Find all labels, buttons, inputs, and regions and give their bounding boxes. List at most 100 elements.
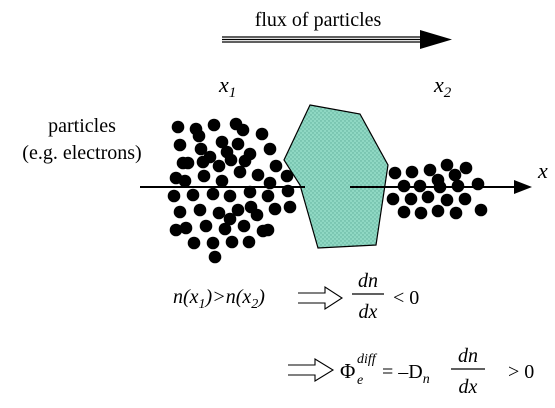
particle-dot — [218, 222, 232, 236]
particle-dot — [171, 120, 185, 134]
flux-arrow — [222, 30, 452, 49]
particle-dot — [215, 135, 229, 149]
particle-dot — [173, 138, 187, 152]
particle-dot — [236, 123, 250, 137]
particle-dot — [215, 174, 229, 188]
eq2-flux-symbol: Φ — [340, 359, 355, 383]
particle-dot — [242, 235, 256, 249]
eq1-close1: )>n(x — [205, 286, 252, 308]
eq1-sub2: 2 — [251, 297, 258, 312]
barrier-region — [283, 104, 389, 249]
particle-dot — [238, 154, 252, 168]
particle-dot — [440, 158, 454, 172]
eq1-sub1: 1 — [199, 297, 206, 312]
particle-dot — [231, 137, 245, 151]
particle-dot — [206, 187, 220, 201]
particle-dot — [179, 221, 193, 235]
particle-dot — [206, 236, 220, 250]
particle-dot — [197, 169, 211, 183]
particle-dot — [223, 189, 237, 203]
particle-dot — [405, 165, 419, 179]
eq1-n1: n(x — [173, 286, 199, 308]
particle-dot — [471, 177, 485, 191]
particle-dot — [223, 212, 237, 226]
particle-dot — [474, 203, 488, 217]
particle-dot — [220, 145, 234, 159]
particle-dot — [244, 200, 258, 214]
particle-dot — [196, 155, 210, 169]
x1-label: x1 — [218, 72, 236, 101]
particle-dot — [280, 169, 294, 183]
particle-dot — [423, 163, 437, 177]
particle-dot — [173, 205, 187, 219]
eq2-phi: Φ — [340, 359, 355, 383]
eq1-relation: < 0 — [393, 287, 419, 309]
particle-dot — [458, 192, 472, 206]
particle-dot — [194, 142, 208, 156]
particle-dot — [397, 205, 411, 219]
particle-dot — [192, 129, 206, 143]
x1-base: x — [218, 72, 229, 97]
particle-dot — [269, 159, 283, 173]
eq2-denominator: dx — [459, 376, 478, 398]
x2-label: x2 — [433, 72, 452, 101]
particle-dot — [169, 171, 183, 185]
particle-dot — [431, 204, 445, 218]
particle-dot — [237, 219, 251, 233]
particle-dot — [225, 235, 239, 249]
particle-dot — [199, 219, 213, 233]
particle-dot — [386, 192, 400, 206]
particle-dot — [414, 206, 428, 220]
particle-dot — [231, 203, 245, 217]
particles-label-line2: (e.g. electrons) — [22, 142, 141, 164]
particle-dot — [193, 203, 207, 217]
eq2-subscript: e — [357, 373, 363, 388]
particles-label-line1: particles — [48, 115, 116, 137]
eq2-coef-sub: n — [423, 372, 430, 387]
left-particle-cluster — [167, 117, 297, 264]
particle-dot — [448, 168, 462, 182]
particle-dot — [212, 206, 226, 220]
particle-dot — [421, 190, 435, 204]
particle-dot — [186, 188, 200, 202]
particle-dot — [404, 192, 418, 206]
eq2-relation: > 0 — [508, 361, 534, 383]
particle-dot — [167, 189, 181, 203]
particle-dot — [449, 206, 463, 220]
particle-dot — [263, 142, 277, 156]
particle-dot — [261, 189, 275, 203]
eq1-close2: ) — [257, 286, 265, 308]
particle-dot — [187, 236, 201, 250]
x1-sub: 1 — [229, 85, 237, 101]
particle-dot — [207, 118, 221, 132]
equation-1: n(x1)>n(x2) dn dx < 0 — [173, 270, 419, 323]
particle-dot — [251, 168, 265, 182]
x-axis-label: x — [537, 158, 548, 183]
particle-dot — [261, 223, 275, 237]
flux-label: flux of particles — [255, 9, 382, 31]
right-particle-cluster — [386, 158, 488, 220]
eq2-superscript: diff — [357, 352, 378, 367]
particle-dot — [440, 193, 454, 207]
particle-dot — [255, 127, 269, 141]
eq2-numerator: dn — [458, 345, 478, 367]
particle-dot — [243, 185, 257, 199]
particle-dot — [431, 173, 445, 187]
eq1-numerator: dn — [358, 270, 378, 292]
eq1-lhs: n(x1)>n(x2) — [173, 286, 265, 312]
x-axis-arrowhead — [514, 180, 532, 194]
particle-dot — [208, 250, 222, 264]
particle-dot — [459, 161, 473, 175]
particle-dot — [212, 159, 226, 173]
particle-dot — [233, 165, 247, 179]
particle-dot — [268, 202, 282, 216]
eq2-equals-coef: = –Dn — [382, 361, 430, 387]
eq2-equals: = –D — [382, 361, 423, 383]
particle-dot — [176, 156, 190, 170]
eq2-implies-arrow — [288, 358, 335, 382]
eq1-implies-arrow — [298, 285, 344, 311]
x2-base: x — [433, 72, 444, 97]
x-axis — [140, 180, 532, 194]
equation-2: Φ diff e = –Dn dn dx > 0 — [288, 345, 534, 398]
